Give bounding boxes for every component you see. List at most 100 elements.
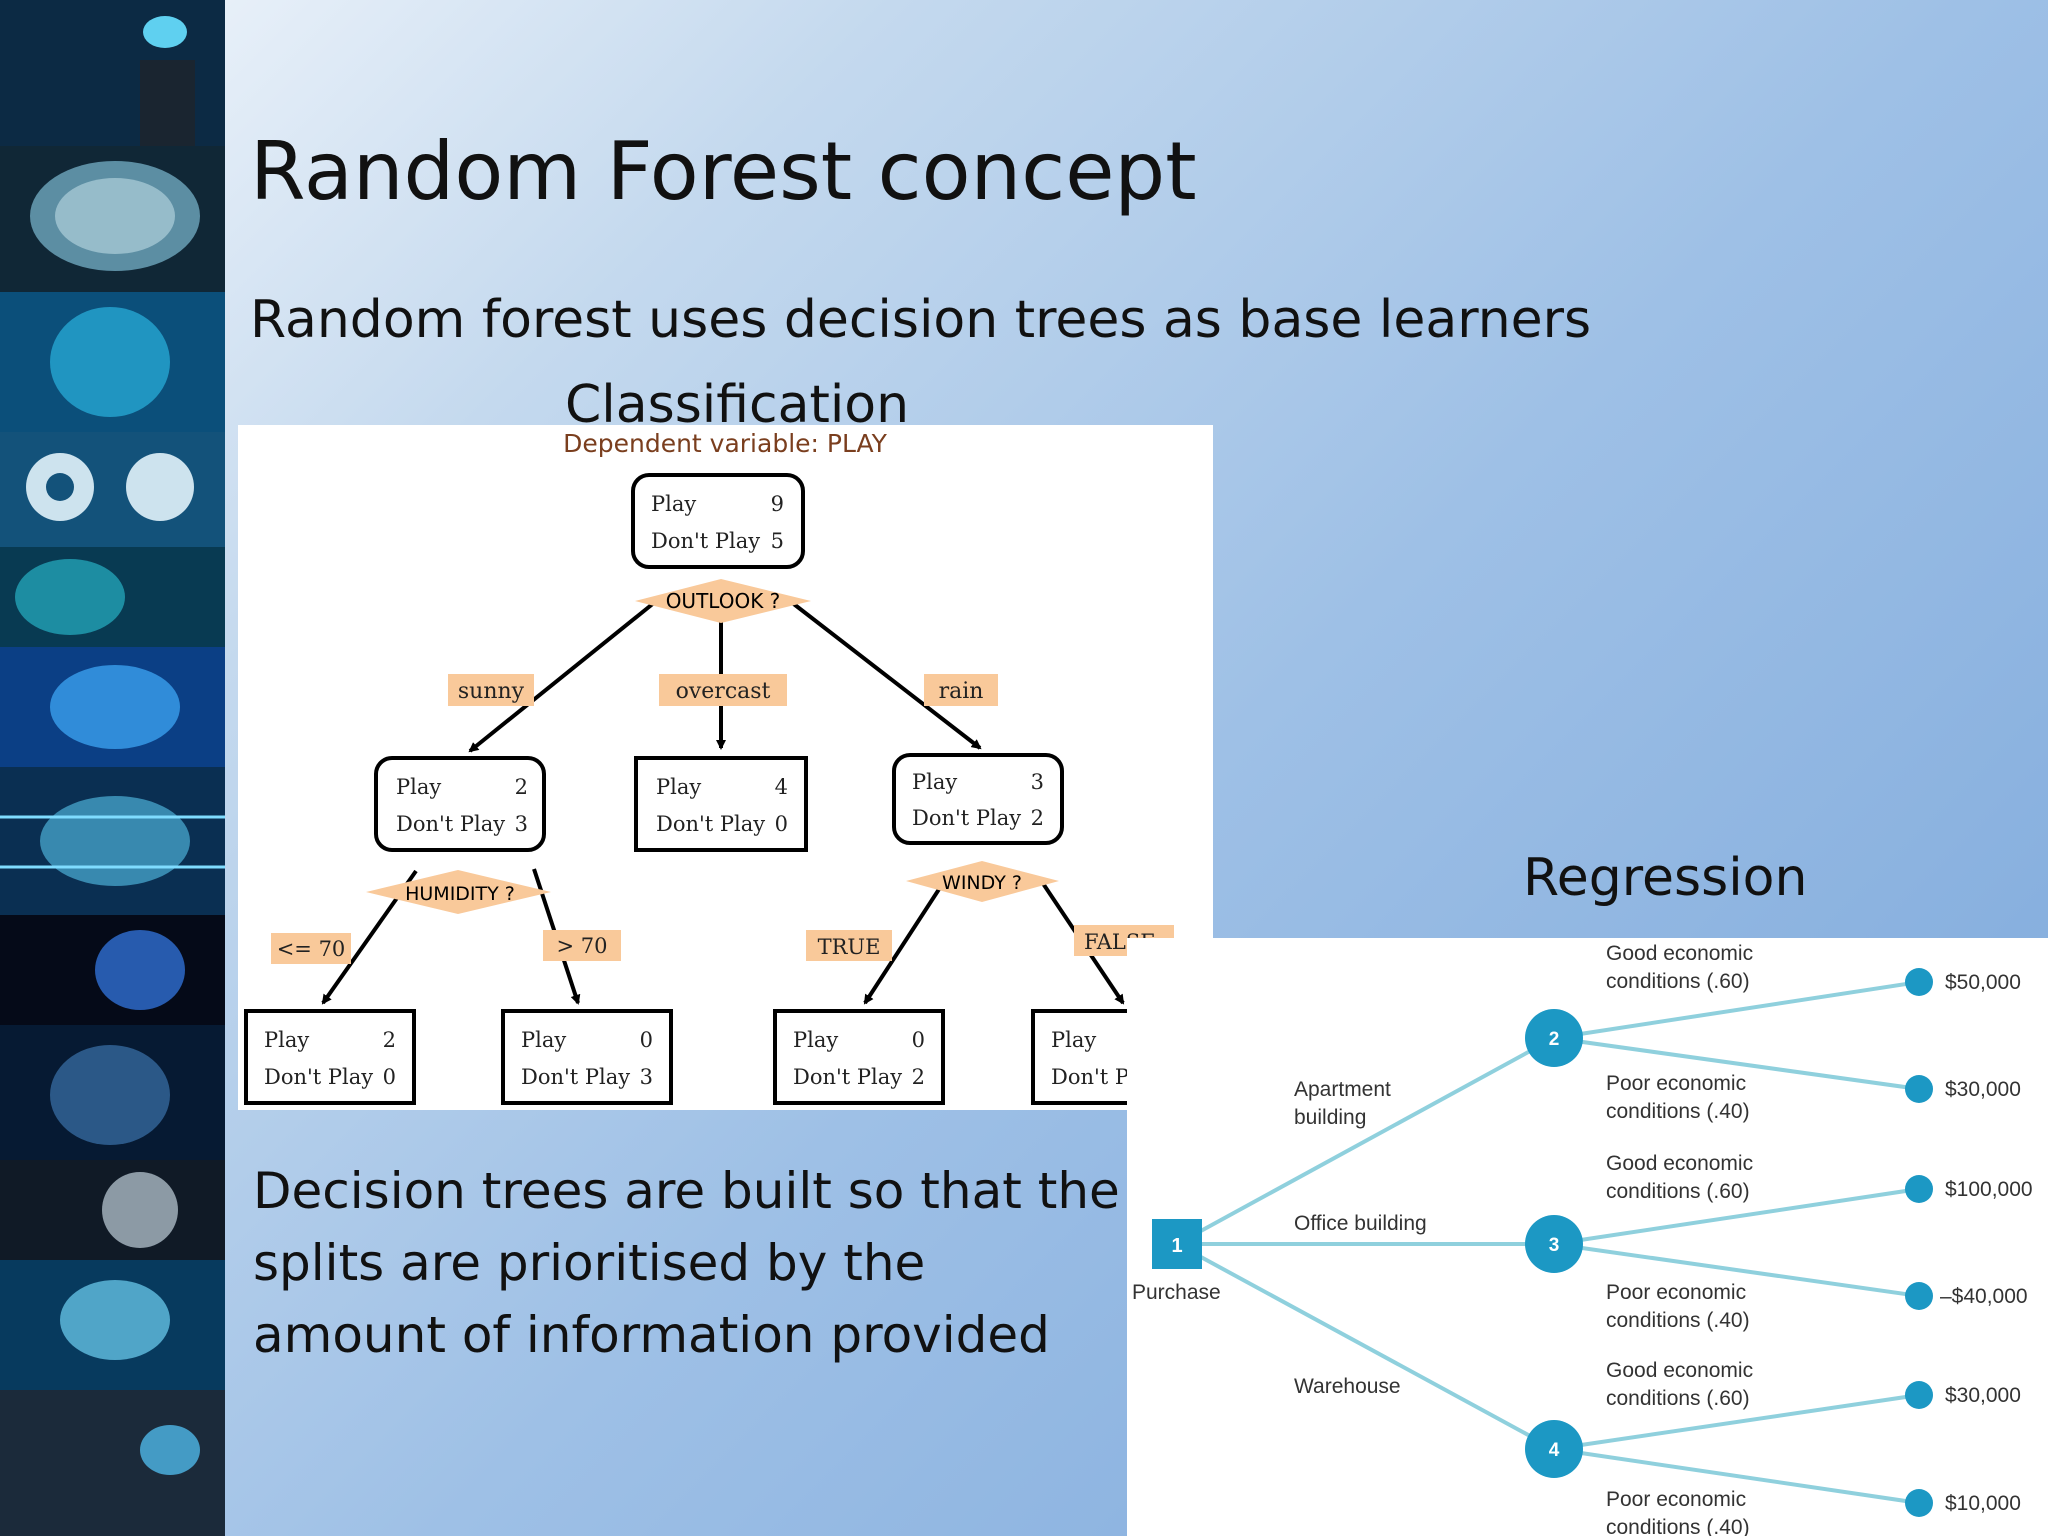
side-image-strip bbox=[0, 0, 225, 1536]
svg-text:TRUE: TRUE bbox=[818, 935, 881, 959]
svg-text:Play: Play bbox=[1051, 1028, 1096, 1052]
option-apartment-label-1: Apartment bbox=[1294, 1078, 1391, 1101]
rain-node: Play 3 Don't Play 2 bbox=[892, 753, 1064, 845]
body-line: amount of information provided bbox=[253, 1306, 1050, 1364]
svg-text:Don't Play: Don't Play bbox=[396, 812, 505, 836]
outcome-2-condition-2: conditions (.40) bbox=[1606, 1100, 1750, 1123]
svg-text:2: 2 bbox=[1031, 806, 1044, 830]
overcast-node: Play 4 Don't Play 0 bbox=[634, 756, 808, 852]
glowing-brain-image bbox=[0, 146, 225, 292]
body-line: Decision trees are built so that the bbox=[253, 1162, 1120, 1220]
circuit-brain-image bbox=[0, 767, 225, 915]
regression-label: Regression bbox=[1523, 848, 1808, 908]
leaf-node-windy-true: Play 0 Don't Play 2 bbox=[773, 1009, 945, 1105]
svg-text:> 70: > 70 bbox=[557, 934, 608, 958]
svg-text:Play: Play bbox=[651, 492, 696, 516]
svg-text:sunny: sunny bbox=[458, 679, 525, 704]
body-line: splits are prioritised by the bbox=[253, 1234, 926, 1292]
svg-text:WINDY ?: WINDY ? bbox=[942, 872, 1022, 894]
svg-text:Don't Play: Don't Play bbox=[264, 1065, 373, 1089]
regression-tree-diagram: 1 Purchase Apartment building Office bui… bbox=[1127, 938, 2048, 1536]
humidity-split-diamond: HUMIDITY ? bbox=[366, 870, 551, 914]
outcome-4-condition-2: conditions (.40) bbox=[1606, 1309, 1750, 1332]
svg-text:Don't Play: Don't Play bbox=[651, 529, 760, 553]
branch-label-rain: rain bbox=[924, 674, 998, 706]
sunny-node: Play 2 Don't Play 3 bbox=[374, 756, 546, 852]
dark-head-image bbox=[0, 915, 225, 1025]
svg-text:4: 4 bbox=[1549, 1440, 1560, 1461]
branch-label-overcast: overcast bbox=[659, 674, 787, 706]
chance-node-4: 4 bbox=[1525, 1420, 1583, 1478]
option-warehouse-label: Warehouse bbox=[1294, 1375, 1401, 1398]
branch-label-sunny: sunny bbox=[448, 674, 534, 706]
leaf-node-humidity-high: Play 0 Don't Play 3 bbox=[501, 1009, 673, 1105]
svg-text:2: 2 bbox=[383, 1028, 396, 1052]
binary-head-image bbox=[0, 1160, 225, 1260]
slide-subtitle: Random forest uses decision trees as bas… bbox=[250, 290, 1592, 350]
brain-head-image bbox=[0, 0, 225, 146]
outcome-5-condition-2: conditions (.60) bbox=[1606, 1387, 1750, 1410]
purchase-label: Purchase bbox=[1132, 1281, 1221, 1304]
body-text: Decision trees are built so that the spl… bbox=[253, 1155, 1120, 1371]
svg-text:5: 5 bbox=[771, 529, 784, 553]
svg-text:Don't Play: Don't Play bbox=[912, 806, 1021, 830]
regression-edges bbox=[1176, 980, 1920, 1505]
svg-text:3: 3 bbox=[1549, 1235, 1560, 1256]
svg-text:Play: Play bbox=[912, 770, 957, 794]
outcome-2-value: $30,000 bbox=[1945, 1078, 2021, 1101]
outcome-dots bbox=[1905, 968, 1933, 1517]
digital-head-image bbox=[0, 292, 225, 432]
chance-node-2: 2 bbox=[1525, 1009, 1583, 1067]
outcome-1-condition-1: Good economic bbox=[1606, 942, 1753, 965]
outcome-2-condition-1: Poor economic bbox=[1606, 1072, 1746, 1095]
glowing-head-image bbox=[0, 547, 225, 647]
svg-text:2: 2 bbox=[1549, 1029, 1560, 1050]
svg-text:overcast: overcast bbox=[676, 679, 771, 704]
option-office-label: Office building bbox=[1294, 1212, 1427, 1235]
outcome-6-condition-1: Poor economic bbox=[1606, 1488, 1746, 1511]
svg-text:<= 70: <= 70 bbox=[277, 937, 346, 961]
svg-text:Play: Play bbox=[656, 775, 701, 799]
dependent-variable-header: Dependent variable: PLAY bbox=[563, 429, 888, 458]
branch-label-le70: <= 70 bbox=[271, 933, 351, 964]
svg-text:Don't Play: Don't Play bbox=[656, 812, 765, 836]
svg-text:0: 0 bbox=[640, 1028, 653, 1052]
svg-text:Play: Play bbox=[521, 1028, 566, 1052]
branch-label-gt70: > 70 bbox=[543, 930, 621, 961]
branch-label-true: TRUE bbox=[806, 930, 892, 961]
svg-text:Play: Play bbox=[793, 1028, 838, 1052]
slide-title: Random Forest concept bbox=[250, 125, 1197, 218]
svg-text:0: 0 bbox=[383, 1065, 396, 1089]
svg-text:Play: Play bbox=[396, 775, 441, 799]
outcome-3-value: $100,000 bbox=[1945, 1178, 2033, 1201]
outcome-6-condition-2: conditions (.40) bbox=[1606, 1516, 1750, 1536]
classification-tree-diagram: Dependent variable: PLAY Play 9 Don't Pl… bbox=[238, 425, 1213, 1110]
outcome-4-value: –$40,000 bbox=[1940, 1285, 2028, 1308]
svg-text:2: 2 bbox=[912, 1065, 925, 1089]
outcome-5-value: $30,000 bbox=[1945, 1384, 2021, 1407]
outcome-1-condition-2: conditions (.60) bbox=[1606, 970, 1750, 993]
svg-text:0: 0 bbox=[775, 812, 788, 836]
brain-hand-image bbox=[0, 1390, 225, 1536]
outcome-1-value: $50,000 bbox=[1945, 971, 2021, 994]
svg-text:4: 4 bbox=[775, 775, 788, 799]
svg-text:HUMIDITY ?: HUMIDITY ? bbox=[405, 883, 515, 905]
svg-text:1: 1 bbox=[1171, 1235, 1182, 1257]
classification-label: Classification bbox=[565, 375, 910, 435]
option-apartment-label-2: building bbox=[1294, 1106, 1366, 1129]
svg-text:rain: rain bbox=[939, 679, 984, 704]
outcome-4-condition-1: Poor economic bbox=[1606, 1281, 1746, 1304]
leaf-node-humidity-low: Play 2 Don't Play 0 bbox=[244, 1009, 416, 1105]
outcome-3-condition-1: Good economic bbox=[1606, 1152, 1753, 1175]
outlook-split-diamond: OUTLOOK ? bbox=[635, 579, 811, 623]
outcome-6-value: $10,000 bbox=[1945, 1492, 2021, 1515]
gear-brain-heads-image bbox=[0, 432, 225, 547]
chance-node-3: 3 bbox=[1525, 1215, 1583, 1273]
svg-text:OUTLOOK ?: OUTLOOK ? bbox=[666, 589, 781, 613]
svg-text:Play: Play bbox=[264, 1028, 309, 1052]
svg-text:3: 3 bbox=[640, 1065, 653, 1089]
svg-text:2: 2 bbox=[515, 775, 528, 799]
windy-split-diamond: WINDY ? bbox=[906, 861, 1059, 902]
outcome-3-condition-2: conditions (.60) bbox=[1606, 1180, 1750, 1203]
